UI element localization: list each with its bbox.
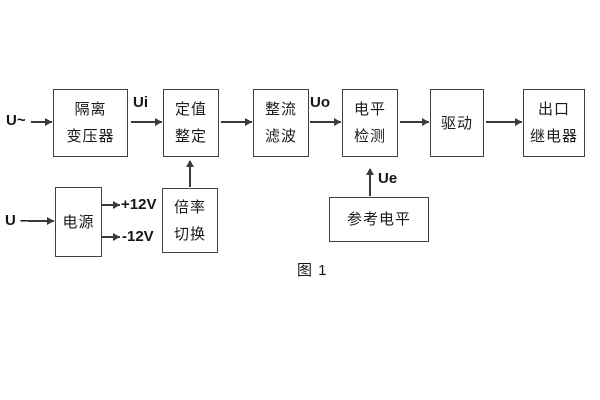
block-label: 变压器 <box>66 128 115 145</box>
block-drive: 驱动 <box>430 89 484 157</box>
block-label: 隔离 <box>74 101 107 118</box>
block-ratio-switch: 倍率 切换 <box>162 188 218 253</box>
block-label: 电平 <box>353 101 386 118</box>
block-reference-level: 参考电平 <box>329 197 429 242</box>
block-power-supply: 电源 <box>55 187 102 257</box>
block-setting-adjustment: 定值 整定 <box>163 89 219 157</box>
block-label: 电源 <box>62 213 95 231</box>
arrow-transformer-to-setting <box>131 121 162 123</box>
block-label: 整定 <box>174 128 207 145</box>
block-label: 整流 <box>264 101 297 118</box>
block-label: 倍率 <box>173 198 206 216</box>
signal-uo: Uo <box>310 94 330 111</box>
arrow-ratio-to-setting <box>189 161 191 187</box>
block-label: 出口 <box>537 101 570 118</box>
block-rectifier-filter: 整流 滤波 <box>253 89 309 157</box>
arrow-setting-to-rectifier <box>221 121 252 123</box>
arrow-reference-to-level <box>369 169 371 196</box>
arrow-ac-input <box>31 121 52 123</box>
arrow-level-to-drive <box>400 121 429 123</box>
signal-dc-input: U – <box>5 212 29 229</box>
block-label: 参考电平 <box>346 211 411 228</box>
block-level-detection: 电平 检测 <box>342 89 398 157</box>
block-label: 驱动 <box>440 114 473 132</box>
block-label: 定值 <box>174 101 207 118</box>
signal-ac-input: U~ <box>6 112 26 129</box>
signal-ue: Ue <box>378 170 398 187</box>
arrow-drive-to-relay <box>486 121 522 123</box>
block-output-relay: 出口 继电器 <box>523 89 585 157</box>
arrow-power-minus12v <box>102 236 120 238</box>
arrow-power-plus12v <box>102 204 120 206</box>
block-label: 切换 <box>173 225 206 243</box>
figure-caption: 图 1 <box>297 262 328 279</box>
signal-minus-12v: -12V <box>122 228 154 245</box>
arrow-dc-input <box>28 220 54 222</box>
block-isolation-transformer: 隔离 变压器 <box>53 89 128 157</box>
arrow-rectifier-to-level <box>310 121 341 123</box>
block-label: 继电器 <box>529 128 578 145</box>
block-label: 检测 <box>353 128 386 145</box>
signal-plus-12v: +12V <box>121 196 157 213</box>
signal-ui: Ui <box>133 94 148 111</box>
block-label: 滤波 <box>264 128 297 145</box>
